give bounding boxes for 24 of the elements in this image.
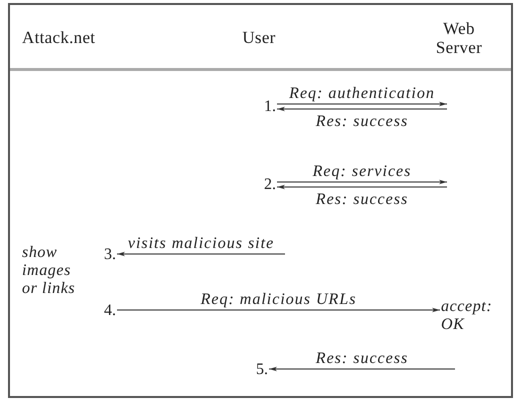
step-number: 3. bbox=[104, 246, 116, 264]
edge-label: visits malicious site bbox=[128, 235, 274, 252]
step-number: 2. bbox=[264, 176, 276, 194]
participant-label: Web Server bbox=[434, 19, 484, 57]
step-number: 4. bbox=[104, 302, 116, 320]
participant-label: User bbox=[241, 28, 277, 47]
edge-label: Res: success bbox=[316, 113, 408, 130]
note-text: show images or links bbox=[22, 244, 76, 298]
message-arrow bbox=[268, 366, 456, 372]
message-arrow bbox=[276, 180, 448, 184]
message-arrow bbox=[116, 308, 440, 312]
message-arrow bbox=[276, 102, 448, 106]
note-text: accept: OK bbox=[441, 298, 497, 334]
edge-label: Res: success bbox=[316, 350, 408, 367]
message-arrow bbox=[116, 252, 286, 256]
message-arrow bbox=[276, 106, 448, 112]
step-number: 1. bbox=[264, 98, 276, 116]
edge-label: Req: authentication bbox=[289, 85, 435, 102]
step-number: 5. bbox=[256, 361, 268, 379]
edge-label: Req: malicious URLs bbox=[200, 291, 356, 308]
message-arrow bbox=[276, 184, 448, 190]
participant-label: Attack.net bbox=[22, 28, 96, 47]
edge-label: Req: services bbox=[312, 163, 412, 180]
edge-label: Res: success bbox=[316, 191, 408, 208]
